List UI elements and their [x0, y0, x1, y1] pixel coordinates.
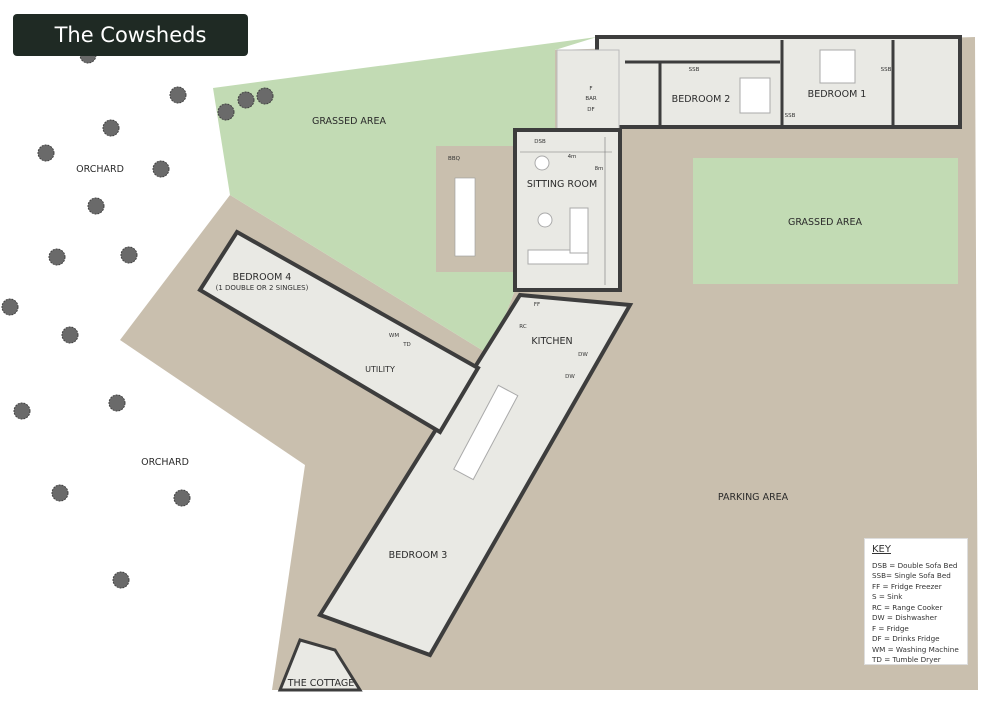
washing-machine-label: WM — [389, 333, 399, 339]
tree-icon — [237, 91, 255, 109]
key-item: S = Sink — [872, 592, 903, 601]
grassed-area-label: GRASSED AREA — [788, 217, 863, 228]
key-item: RC = Range Cooker — [872, 602, 943, 612]
length-dimension: 8m — [595, 166, 604, 172]
bar-label: BAR — [585, 96, 597, 102]
key-item: TD = Tumble Dryer — [872, 655, 941, 664]
cottage-label: THE COTTAGE — [287, 678, 354, 689]
hallway — [556, 49, 620, 131]
width-dimension: 4m — [568, 154, 577, 160]
tree-icon — [108, 394, 126, 412]
bedroom4-label: BEDROOM 4 — [233, 272, 292, 283]
ssb-label: SSB — [689, 67, 700, 73]
tree-icon — [87, 197, 105, 215]
key-item: DF = Drinks Fridge — [872, 634, 940, 643]
tree-icon — [173, 489, 191, 507]
page-title: The Cowsheds — [13, 14, 248, 56]
kitchen-label: KITCHEN — [531, 336, 572, 347]
bed-bedroom1 — [819, 49, 856, 84]
grassed-area-east — [693, 158, 958, 284]
tree-icon — [37, 144, 55, 162]
key-item: DW = Dishwasher — [872, 613, 938, 622]
bedroom4-note: (1 DOUBLE OR 2 SINGLES) — [216, 284, 309, 292]
tree-icon — [13, 402, 31, 420]
dishwasher-label: DW — [565, 374, 575, 380]
tree-icon — [48, 248, 66, 266]
tree-icon — [152, 160, 170, 178]
tree-icon — [217, 103, 235, 121]
tree-icon — [256, 87, 274, 105]
grassed-area-west — [213, 37, 597, 355]
tree-icon — [112, 571, 130, 589]
ssb-label: SSB — [785, 113, 796, 119]
key-item: F = Fridge — [872, 623, 909, 633]
bedroom3-label: BEDROOM 3 — [389, 550, 448, 561]
coffee-table — [537, 212, 553, 228]
key-item: FF = Fridge Freezer — [872, 581, 942, 591]
dining-table-outdoor — [454, 177, 476, 257]
orchard-label: ORCHARD — [76, 164, 124, 175]
coffee-table — [534, 155, 550, 171]
grassed-area-label: GRASSED AREA — [312, 116, 387, 127]
key-item: DSB = Double Sofa Bed — [872, 560, 958, 570]
bedroom4-wing — [197, 229, 481, 435]
utility-label: UTILITY — [365, 365, 395, 374]
drinks-fridge-label: DF — [587, 107, 594, 113]
tree-icon — [169, 86, 187, 104]
bed-bedroom2 — [739, 77, 771, 114]
key-heading: KEY — [872, 544, 891, 555]
tree-icon — [120, 246, 138, 264]
tree-icon — [51, 484, 69, 502]
dsb-label: DSB — [534, 139, 546, 145]
north-wing — [595, 35, 962, 129]
bedroom1-label: BEDROOM 1 — [808, 89, 867, 100]
range-cooker-label: RC — [519, 324, 527, 330]
tumble-dryer-label: TD — [402, 342, 411, 348]
dishwasher-label: DW — [578, 352, 588, 358]
ssb-label: SSB — [881, 67, 892, 73]
key-item: SSB= Single Sofa Bed — [872, 571, 951, 580]
dining-table — [453, 384, 519, 481]
tree-icon — [102, 119, 120, 137]
fridge-freezer-label: FF — [534, 302, 540, 308]
parking-area-label: PARKING AREA — [718, 492, 789, 503]
legend-key: KEY DSB = Double Sofa Bed SSB= Single So… — [864, 538, 968, 665]
orchard-label: ORCHARD — [141, 457, 189, 468]
cottage — [277, 638, 363, 692]
sofa — [569, 207, 589, 254]
bbq-label: BBQ — [448, 156, 461, 162]
bedroom2-label: BEDROOM 2 — [672, 94, 731, 105]
tree-icon — [61, 326, 79, 344]
tree-icon — [1, 298, 19, 316]
sitting-room-label: SITTING ROOM — [527, 179, 597, 190]
key-item: WM = Washing Machine — [872, 644, 959, 654]
fridge-label: F — [589, 86, 592, 92]
